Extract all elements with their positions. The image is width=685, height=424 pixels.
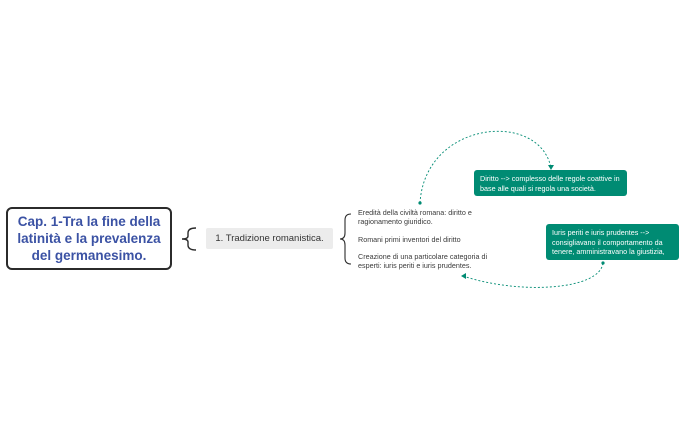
topic-leaves-brace xyxy=(339,213,352,265)
leaf-node-romani[interactable]: Romani primi inventori del diritto xyxy=(358,235,461,244)
callout-note-diritto[interactable]: Diritto --> complesso delle regole coatt… xyxy=(474,170,627,196)
topic-node[interactable]: 1. Tradizione romanistica. xyxy=(206,228,333,249)
link-diritto-arrowhead xyxy=(548,165,554,170)
link-diritto-note xyxy=(419,130,552,204)
root-topic-brace xyxy=(181,227,197,251)
root-node-label: Cap. 1-Tra la fine della latinità e la p… xyxy=(17,214,161,263)
topic-node-label: 1. Tradizione romanistica. xyxy=(215,233,324,244)
link-iuris-start-dot xyxy=(601,261,605,265)
link-diritto-start-dot xyxy=(418,201,422,205)
link-iuris-note xyxy=(462,262,604,288)
link-iuris-arrowhead xyxy=(461,273,466,279)
root-node[interactable]: Cap. 1-Tra la fine della latinità e la p… xyxy=(6,207,172,270)
leaf-node-creazione[interactable]: Creazione di una particolare categoria d… xyxy=(358,252,488,270)
callout-note-iuris[interactable]: Iuris periti e iuris prudentes --> consi… xyxy=(546,224,679,260)
leaf-node-eredita[interactable]: Eredità della civiltà romana: diritto e … xyxy=(358,208,472,226)
